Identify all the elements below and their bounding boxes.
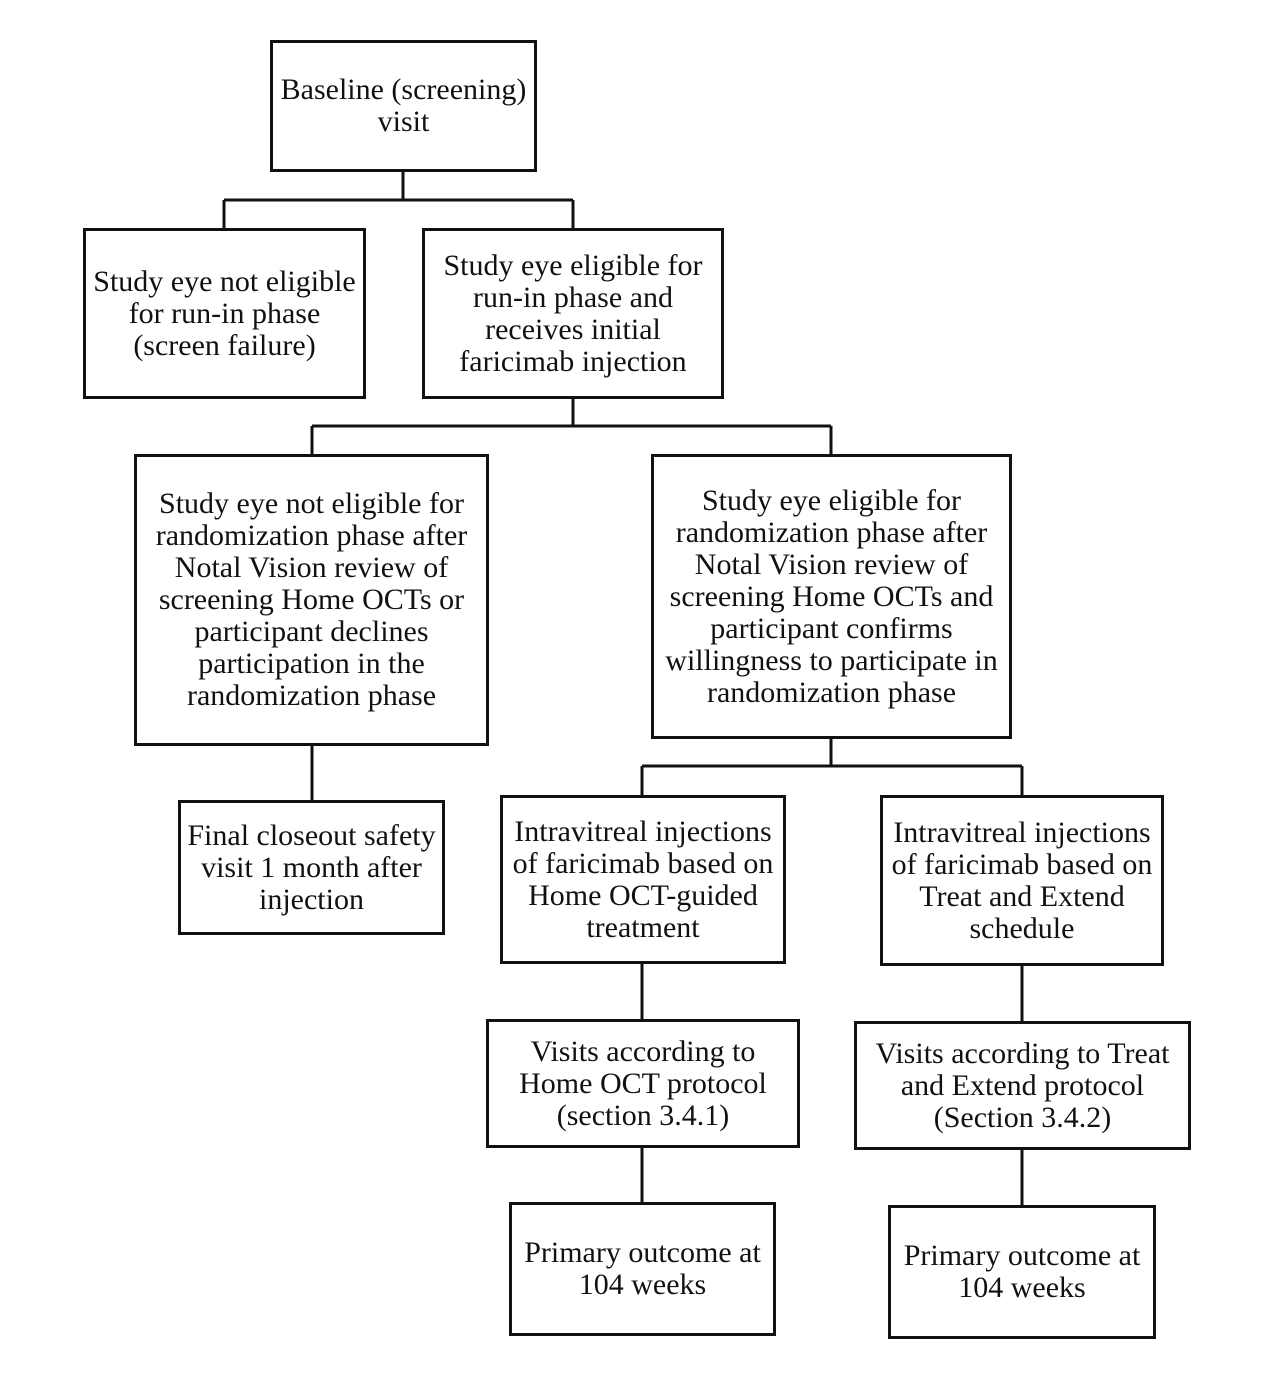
final-closeout-text: Final closeout safety visit 1 month afte… [187,818,436,916]
baseline-visit-text: Baseline (screening) visit [280,73,527,138]
visits-treat-extend-text: Visits according to Treat and Extend pro… [875,1036,1170,1134]
final-closeout-box: Final closeout safety visit 1 month afte… [178,800,445,935]
visits-home-oct-text: Visits according to Home OCT protocol (s… [519,1034,767,1132]
primary-outcome-home-oct-text: Primary outcome at 104 weeks [524,1236,761,1301]
baseline-visit-box: Baseline (screening) visit [270,40,537,172]
eligible-run-in-text: Study eye eligible for run-in phase and … [443,248,703,378]
primary-outcome-treat-extend-text: Primary outcome at 104 weeks [903,1239,1141,1304]
injections-treat-extend-text: Intravitreal injections of faricimab bas… [891,815,1153,945]
not-eligible-randomization-box: Study eye not eligible for randomization… [134,454,489,746]
not-eligible-randomization-text: Study eye not eligible for randomization… [155,487,468,712]
injections-home-oct-text: Intravitreal injections of faricimab bas… [512,814,774,944]
eligible-randomization-box: Study eye eligible for randomization pha… [651,454,1012,739]
not-eligible-run-in-box: Study eye not eligible for run-in phase … [83,228,366,399]
eligible-run-in-box: Study eye eligible for run-in phase and … [422,228,724,399]
visits-home-oct-box: Visits according to Home OCT protocol (s… [486,1019,800,1148]
eligible-randomization-text: Study eye eligible for randomization pha… [665,483,998,709]
visits-treat-extend-box: Visits according to Treat and Extend pro… [854,1021,1191,1150]
injections-home-oct-box: Intravitreal injections of faricimab bas… [500,795,786,964]
primary-outcome-home-oct-box: Primary outcome at 104 weeks [509,1202,776,1336]
injections-treat-extend-box: Intravitreal injections of faricimab bas… [880,795,1164,966]
primary-outcome-treat-extend-box: Primary outcome at 104 weeks [888,1205,1156,1339]
not-eligible-run-in-text: Study eye not eligible for run-in phase … [93,264,356,362]
